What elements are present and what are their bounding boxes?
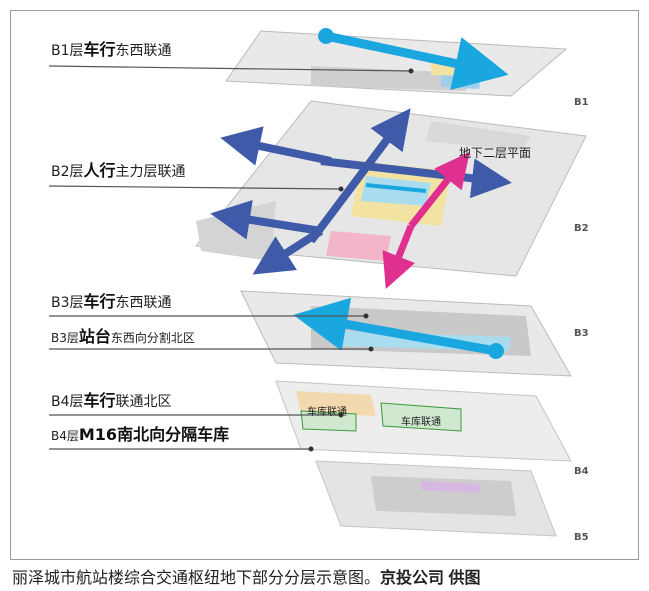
- floor-b4: [275, 380, 572, 462]
- floor-b5: [315, 460, 557, 537]
- b1-arrow: [325, 31, 509, 90]
- label-b4-vehicle: B4层车行联通北区: [51, 391, 172, 411]
- level-tag-b2: B2: [574, 223, 589, 234]
- b3-arrow: [293, 297, 497, 356]
- exploded-floor-diagram: [48, 28, 587, 537]
- leader-lines: [48, 65, 412, 450]
- label-b1: B1层车行东西联通: [51, 40, 172, 60]
- level-tag-b3: B3: [574, 328, 589, 339]
- b1-arrow-start: [318, 28, 334, 44]
- label-b3-platform: B3层站台东西向分割北区: [51, 327, 195, 346]
- diagram-frame: B1层车行东西联通 B2层人行主力层联通 B3层车行东西联通 B3层站台东西向分…: [10, 10, 639, 560]
- callout-b2-plan: 地下二层平面: [459, 146, 532, 160]
- level-tag-b1: B1: [574, 97, 589, 108]
- label-b4-garage: B4层M16南北向分隔车库: [51, 425, 230, 444]
- figure-caption: 丽泽城市航站楼综合交通枢纽地下部分分层示意图。京投公司 供图: [12, 568, 481, 587]
- level-tag-b4: B4: [574, 466, 589, 477]
- tag-garage-link-1: 车库联通: [307, 407, 347, 418]
- floor-b1: [225, 30, 568, 97]
- label-b3-vehicle: B3层车行东西联通: [51, 292, 172, 312]
- level-tag-b5: B5: [574, 532, 589, 543]
- label-b2: B2层人行主力层联通: [51, 161, 186, 181]
- tag-garage-link-2: 车库联通: [401, 417, 441, 428]
